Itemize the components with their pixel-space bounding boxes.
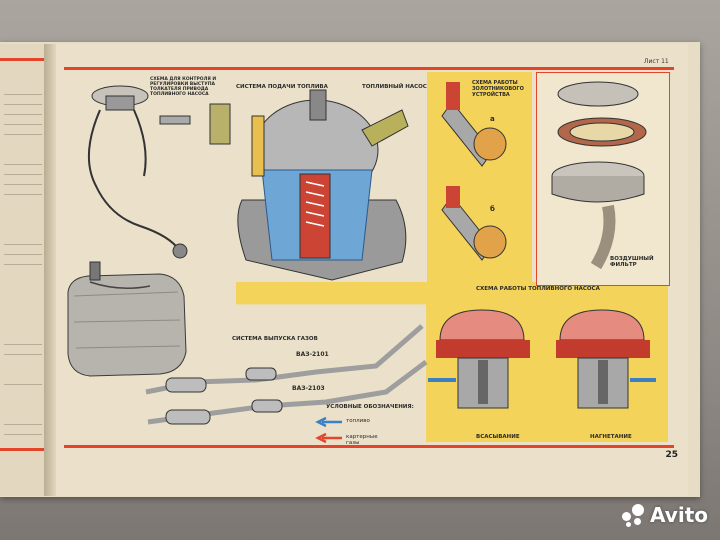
vaz2101-label: ВАЗ-2101: [296, 351, 329, 358]
control-assembly-illustration: [87, 85, 231, 259]
legend-fuel-label: топливо: [346, 418, 370, 424]
legend-gases-label: картерные газы: [346, 434, 378, 446]
page-number: 25: [665, 450, 678, 460]
legend-title: Условные обозначения:: [326, 404, 414, 410]
avito-watermark-text: Avito: [650, 503, 708, 527]
exhaust-system-illustration: [145, 324, 428, 425]
spool-scheme-caption: Схема работы золотникового устройства: [472, 80, 524, 98]
fuel-pump-caption: Топливный насос: [362, 84, 427, 90]
pump-scheme-discharge: [556, 309, 656, 409]
air-filter-illustration: [551, 81, 647, 270]
legend-fuel-arrow-icon: [315, 416, 342, 428]
air-filter-caption: Воздушный фильтр: [610, 256, 654, 268]
bottom-red-rule: [64, 445, 674, 448]
variant-b-label: б: [490, 205, 495, 213]
top-red-rule: [64, 67, 674, 70]
sheet-label: Лист 11: [644, 58, 669, 65]
discharge-caption: Нагнетание: [590, 434, 632, 440]
legend-gases-arrow-icon: [315, 432, 342, 444]
left-page-red-rule-bottom: [0, 448, 44, 451]
vaz2103-label: ВАЗ-2103: [292, 385, 325, 392]
avito-logo-icon: [620, 502, 646, 528]
fuel-tank-illustration: [67, 261, 187, 377]
fuel-supply-caption: Система подачи топлива: [236, 84, 328, 90]
book-gutter: [44, 44, 58, 496]
exhaust-system-caption: Система выпуска газов: [232, 336, 318, 342]
variant-a-label: а: [490, 115, 495, 123]
control-scheme-caption: Схема для контроля и регулировки выступа…: [150, 77, 217, 97]
spool-diagram-a: [441, 82, 507, 167]
left-page: [0, 44, 47, 496]
fuel-pump-cutaway: [237, 89, 409, 281]
spool-diagram-b: [441, 186, 507, 261]
pump-scheme-caption: Схема работы топливного насоса: [476, 286, 600, 292]
left-page-red-rule: [0, 58, 44, 61]
avito-watermark: Avito: [620, 502, 708, 528]
suction-caption: Всасывание: [476, 434, 520, 440]
pump-scheme-suction: [428, 309, 530, 409]
